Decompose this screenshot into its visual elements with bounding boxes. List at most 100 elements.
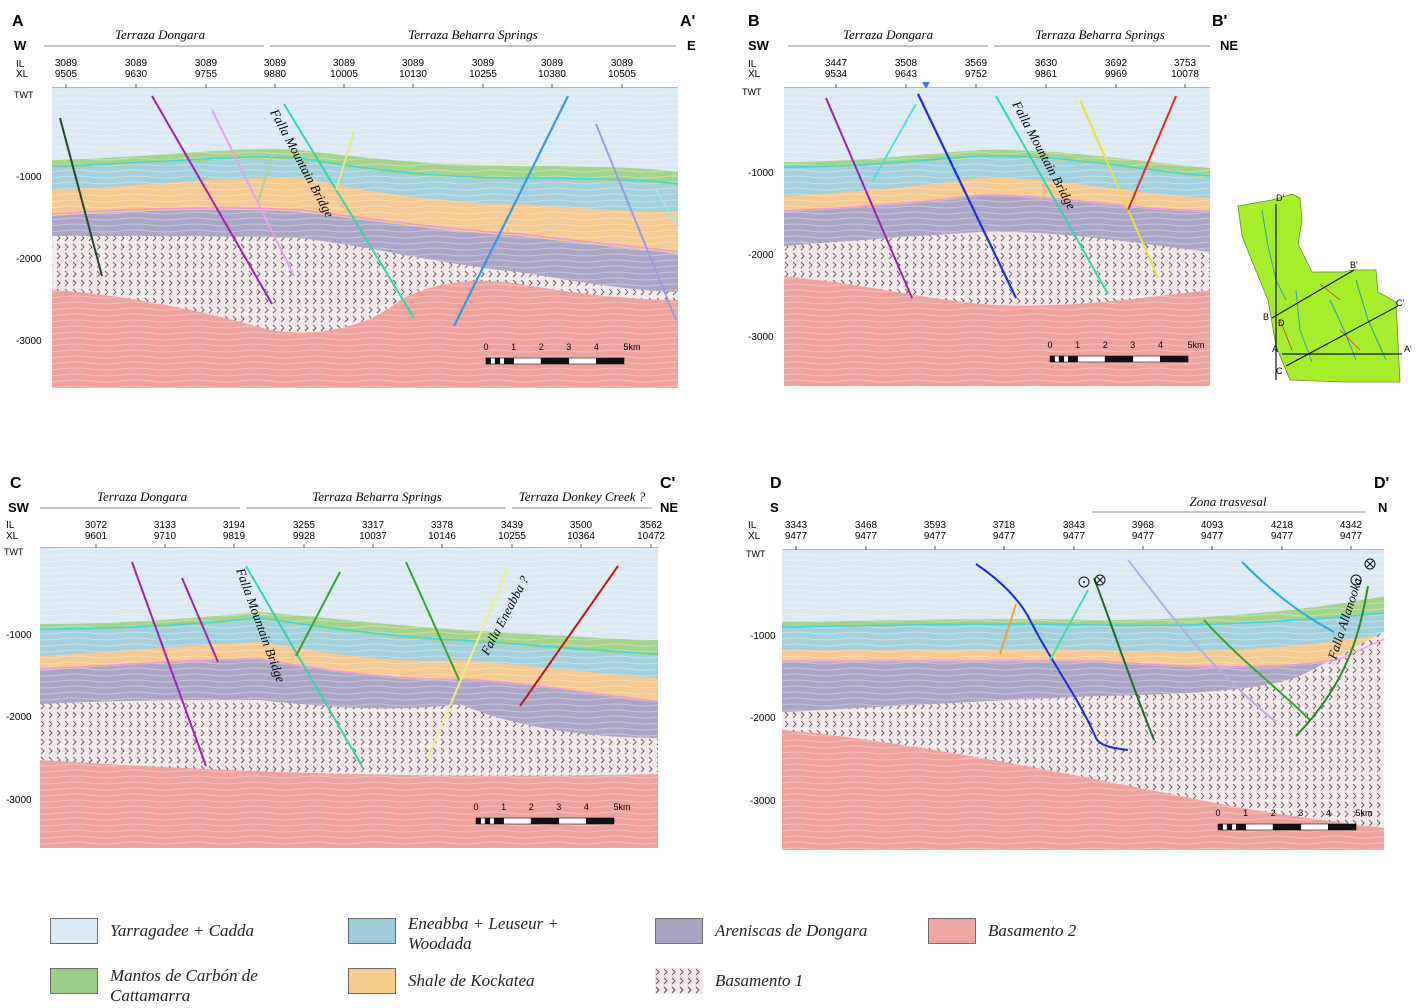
panel-c-terrace-3: Terraza Donkey Creek ? xyxy=(519,489,646,504)
tick-il-label: 3378 xyxy=(431,520,454,531)
scale-bar-segment xyxy=(530,817,560,825)
panel-b-terrace-1: Terraza Dongara xyxy=(843,27,934,42)
scale-bar-label: 0 xyxy=(1047,340,1052,350)
panel-a-il-label: IL xyxy=(16,59,25,70)
scale-bar-label: 5km xyxy=(1187,340,1204,350)
tick-il-label: 3343 xyxy=(785,520,808,531)
tick-il-label: 3194 xyxy=(223,520,246,531)
scale-bar-segment xyxy=(494,357,501,365)
scale-bar-segment xyxy=(484,817,491,825)
panel-d-depth-3000: -3000 xyxy=(750,796,776,807)
panel-a-terrace-1: Terraza Dongara xyxy=(115,27,206,42)
panel-c-ticks: 3072960131339710319498193255992833171003… xyxy=(85,520,665,548)
tick-xl-label: 9755 xyxy=(195,69,218,80)
scale-bar-label: 2 xyxy=(1103,340,1108,350)
tick-xl-label: 10037 xyxy=(359,531,387,542)
scale-bar-label: 1 xyxy=(1075,340,1080,350)
scale-bar-segment xyxy=(489,817,495,825)
tick-xl-label: 10364 xyxy=(567,531,595,542)
tick-il-label: 4093 xyxy=(1201,520,1224,531)
tick-xl-label: 9505 xyxy=(55,69,78,80)
panel-d-dir-left: S xyxy=(770,500,779,515)
scale-bar-segment xyxy=(1104,355,1134,363)
tick-il-label: 3089 xyxy=(195,58,218,69)
scale-bar-segment xyxy=(1217,823,1223,831)
tick-il-label: 3593 xyxy=(924,520,947,531)
tick-il-label: 3089 xyxy=(611,58,634,69)
tick-xl-label: 9477 xyxy=(1132,531,1155,542)
index-map-label-b-prime: B' xyxy=(1350,260,1358,270)
tick-il-label: 3089 xyxy=(125,58,148,69)
tick-xl-label: 9752 xyxy=(965,69,988,80)
index-map-label-c: C xyxy=(1276,366,1283,376)
scale-bar-label: 2 xyxy=(1271,808,1276,818)
scale-bar-segment xyxy=(485,357,491,365)
tick-il-label: 3753 xyxy=(1174,58,1197,69)
scale-bar-segment xyxy=(1132,355,1161,363)
scale-bar-label: 4 xyxy=(584,802,589,812)
scale-bar-segment xyxy=(1328,823,1357,831)
panel-b-dir-left: SW xyxy=(748,38,770,53)
tick-il-label: 3447 xyxy=(825,58,848,69)
scale-bar-label: 3 xyxy=(1298,808,1303,818)
scale-bar-label: 3 xyxy=(566,342,571,352)
scale-bar-label: 1 xyxy=(511,342,516,352)
panel-b: B B' SW NE Terraza Dongara Terraza Behar… xyxy=(742,13,1238,386)
tick-xl-label: 9477 xyxy=(1201,531,1224,542)
index-map-label-a-prime: A' xyxy=(1404,344,1412,354)
panel-a-dir-left: W xyxy=(14,38,27,53)
scale-bar-segment xyxy=(1054,355,1060,363)
scale-bar-label: 5km xyxy=(623,342,640,352)
tick-xl-label: 9477 xyxy=(855,531,878,542)
panel-d-letter-left: D xyxy=(770,475,782,492)
panel-d-letter-right: D' xyxy=(1374,475,1389,492)
tick-xl-label: 10005 xyxy=(330,69,358,80)
index-map-label-b: B xyxy=(1263,312,1269,322)
tick-il-label: 3562 xyxy=(640,520,663,531)
scale-bar-label: 5km xyxy=(1355,808,1372,818)
tick-il-label: 3500 xyxy=(570,520,593,531)
scale-bar-label: 4 xyxy=(594,342,599,352)
tick-il-label: 3468 xyxy=(855,520,878,531)
scale-bar-segment xyxy=(1245,823,1274,831)
panel-b-depth-1000: -1000 xyxy=(748,168,774,179)
tick-xl-label: 9477 xyxy=(1340,531,1363,542)
tick-il-label: 3089 xyxy=(402,58,425,69)
tick-xl-label: 9601 xyxy=(85,531,108,542)
tick-il-label: 3718 xyxy=(993,520,1016,531)
tick-il-label: 3089 xyxy=(264,58,287,69)
tick-xl-label: 10130 xyxy=(399,69,427,80)
panel-d-il-label: IL xyxy=(748,520,757,531)
panel-a-depth-1000: -1000 xyxy=(16,172,42,183)
tick-xl-label: 9534 xyxy=(825,69,848,80)
scale-bar-label: 4 xyxy=(1158,340,1163,350)
panel-d-terrace-1: Zona trasvesal xyxy=(1190,494,1267,509)
panel-a-letter-right: A' xyxy=(680,13,695,30)
tick-xl-label: 9819 xyxy=(223,531,246,542)
tick-il-label: 3089 xyxy=(541,58,564,69)
panel-b-depth-2000: -2000 xyxy=(748,250,774,261)
scale-bar-label: 2 xyxy=(529,802,534,812)
panel-b-letter-right: B' xyxy=(1212,13,1227,30)
tick-il-label: 3630 xyxy=(1035,58,1058,69)
tick-xl-label: 10255 xyxy=(469,69,497,80)
tick-xl-label: 10255 xyxy=(498,531,526,542)
panel-b-letter-left: B xyxy=(748,13,760,30)
tick-xl-label: 10505 xyxy=(608,69,636,80)
index-map-label-a: A xyxy=(1272,344,1278,354)
index-map-label-d: D xyxy=(1278,318,1285,328)
panel-c-letter-right: C' xyxy=(660,475,675,492)
scale-bar-label: 3 xyxy=(556,802,561,812)
scale-bar-segment xyxy=(1049,355,1055,363)
panel-a-xl-label: XL xyxy=(16,69,29,80)
tick-il-label: 3843 xyxy=(1063,520,1086,531)
scale-bar-segment xyxy=(1226,823,1233,831)
panel-c-terrace-1: Terraza Dongara xyxy=(97,489,188,504)
panel-c-il-label: IL xyxy=(6,520,15,531)
scale-bar-label: 0 xyxy=(473,802,478,812)
panel-c-letter-left: C xyxy=(10,475,22,492)
scale-bar-segment xyxy=(499,357,505,365)
tick-il-label: 3508 xyxy=(895,58,918,69)
